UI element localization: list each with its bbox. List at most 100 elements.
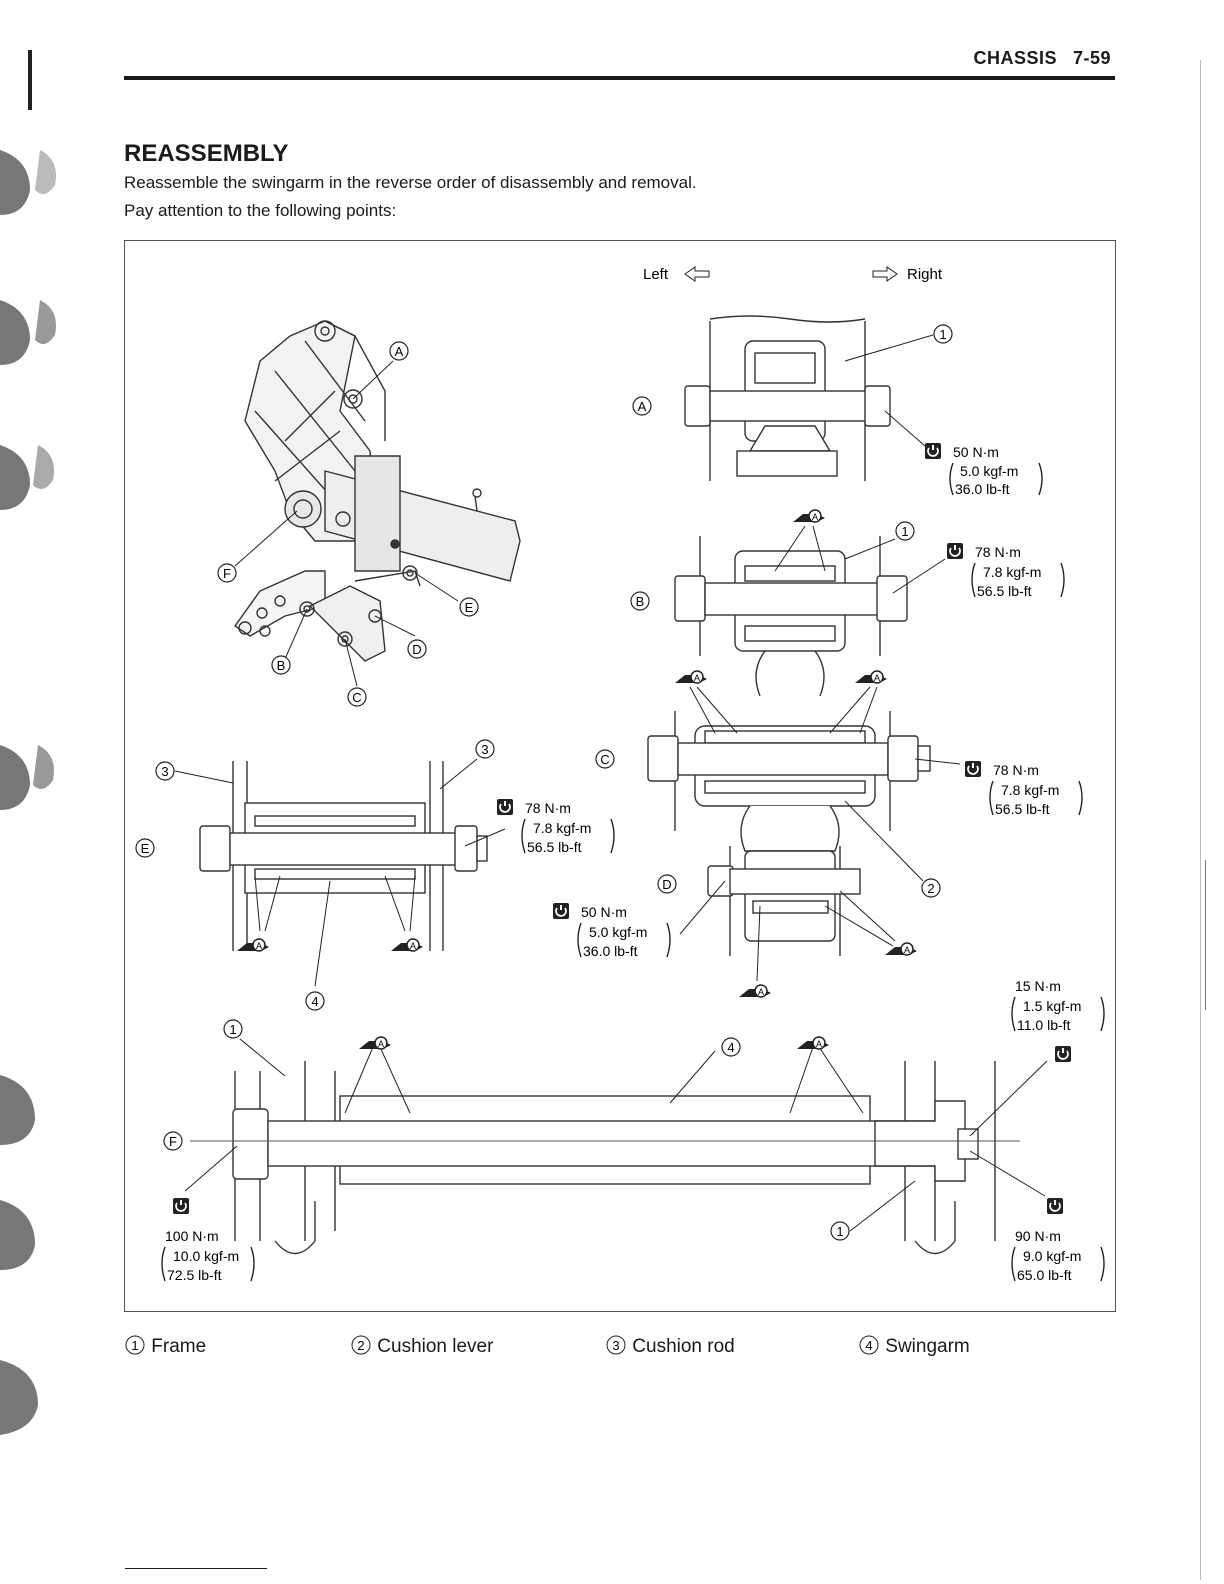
overview-callout-a: A <box>389 341 409 361</box>
detail-d-drawing <box>707 846 861 956</box>
svg-text:A: A <box>758 987 764 997</box>
svg-text:4: 4 <box>727 1040 734 1055</box>
legend-number-1: 1 <box>125 1335 145 1355</box>
detail-c-callout: C <box>595 749 615 769</box>
detail-e-part-4: 4 <box>305 991 325 1011</box>
svg-text:A: A <box>395 344 404 359</box>
detail-f-torque-left: 100 N·m 10.0 kgf-m 72.5 lb-ft <box>161 1197 255 1283</box>
detail-b-grease: A <box>792 509 826 523</box>
detail-b-callout: B <box>630 591 650 611</box>
svg-text:50 N·m: 50 N·m <box>953 444 999 460</box>
legend-item-cushion-rod: 3 Cushion rod <box>605 1334 735 1358</box>
detail-d-callout: D <box>657 874 677 894</box>
detail-c-grease-left: A <box>674 670 708 684</box>
detail-e-grease-left: A <box>236 938 270 952</box>
detail-b-drawing <box>674 536 908 697</box>
svg-text:78 N·m: 78 N·m <box>993 762 1039 778</box>
legend-label-cushion-lever: Cushion lever <box>377 1336 494 1357</box>
svg-text:1: 1 <box>131 1338 138 1353</box>
svg-text:B: B <box>636 594 645 609</box>
overview-callout-b: B <box>271 655 291 675</box>
overview-callout-f: F <box>217 563 237 583</box>
svg-text:78 N·m: 78 N·m <box>525 800 571 816</box>
detail-e-part-3-left: 3 <box>155 761 175 781</box>
svg-text:56.5 lb-ft: 56.5 lb-ft <box>977 583 1032 599</box>
svg-text:F: F <box>223 566 231 581</box>
svg-text:E: E <box>465 600 474 615</box>
svg-text:1.5 kgf-m: 1.5 kgf-m <box>1023 998 1081 1014</box>
detail-a-torque: 50 N·m 5.0 kgf-m 36.0 lb-ft <box>924 442 1043 497</box>
legend-label-frame: Frame <box>151 1336 207 1357</box>
svg-text:10.0 kgf-m: 10.0 kgf-m <box>173 1248 239 1264</box>
header-section: CHASSIS <box>973 48 1057 68</box>
svg-text:36.0 lb-ft: 36.0 lb-ft <box>955 481 1010 497</box>
detail-f-callout: F <box>163 1131 183 1151</box>
svg-text:A: A <box>816 1039 822 1049</box>
page-edge-line <box>1200 60 1201 1580</box>
legend-item-swingarm: 4 Swingarm <box>858 1334 970 1358</box>
svg-text:A: A <box>638 399 647 414</box>
detail-c-drawing <box>647 711 931 852</box>
svg-text:3: 3 <box>481 742 488 757</box>
svg-text:2: 2 <box>927 881 934 896</box>
swingarm-reassembly-figure: A F E D B C Left Right A 1 50 N·m 5.0 kg… <box>124 240 1116 1312</box>
svg-text:A: A <box>812 512 818 522</box>
svg-text:56.5 lb-ft: 56.5 lb-ft <box>995 801 1050 817</box>
svg-text:5.0 kgf-m: 5.0 kgf-m <box>960 463 1018 479</box>
svg-text:11.0 lb-ft: 11.0 lb-ft <box>1017 1017 1071 1033</box>
legend-number-4: 4 <box>859 1335 879 1355</box>
detail-f-part-1-top: 1 <box>223 1019 243 1039</box>
section-title: REASSEMBLY <box>124 140 289 167</box>
detail-c-part-2: 2 <box>921 878 941 898</box>
svg-text:A: A <box>410 941 416 951</box>
svg-text:5.0 kgf-m: 5.0 kgf-m <box>589 924 647 940</box>
legend-number-2: 2 <box>351 1335 371 1355</box>
detail-f-torque-right: 90 N·m 9.0 kgf-m 65.0 lb-ft <box>1011 1197 1105 1283</box>
detail-f-grease-right: A <box>796 1036 830 1050</box>
legend-number-3: 3 <box>606 1335 626 1355</box>
svg-text:50 N·m: 50 N·m <box>581 904 627 920</box>
binding-edge <box>0 50 56 1435</box>
detail-a-part-1: 1 <box>933 324 953 344</box>
overview-callout-d: D <box>407 639 427 659</box>
detail-a-callout: A <box>632 396 652 416</box>
detail-d-torque: 50 N·m 5.0 kgf-m 36.0 lb-ft <box>552 902 671 959</box>
legend-item-frame: 1 Frame <box>124 1334 206 1358</box>
detail-b-part-1: 1 <box>895 521 915 541</box>
frame-overview-drawing <box>234 320 521 662</box>
svg-text:78 N·m: 78 N·m <box>975 544 1021 560</box>
svg-text:100 N·m: 100 N·m <box>165 1228 219 1244</box>
detail-e-grease-right: A <box>390 938 424 952</box>
svg-text:9.0 kgf-m: 9.0 kgf-m <box>1023 1248 1081 1264</box>
overview-callout-e: E <box>459 597 479 617</box>
svg-text:Right: Right <box>907 266 943 283</box>
svg-text:3: 3 <box>161 764 168 779</box>
svg-text:7.8 kgf-m: 7.8 kgf-m <box>533 820 591 836</box>
svg-text:36.0 lb-ft: 36.0 lb-ft <box>583 943 638 959</box>
legend-label-swingarm: Swingarm <box>885 1336 970 1357</box>
figure-drawing: A F E D B C Left Right A 1 50 N·m 5.0 kg… <box>135 266 1105 1283</box>
svg-text:1: 1 <box>229 1022 236 1037</box>
intro-line-2: Pay attention to the following points: <box>124 201 397 220</box>
svg-text:F: F <box>169 1134 177 1149</box>
svg-text:A: A <box>256 941 262 951</box>
detail-e-part-3-right: 3 <box>475 739 495 759</box>
detail-e-callout: E <box>135 838 155 858</box>
svg-text:A: A <box>904 945 910 955</box>
svg-text:A: A <box>874 673 880 683</box>
detail-e-drawing <box>199 761 488 951</box>
svg-text:7.8 kgf-m: 7.8 kgf-m <box>1001 782 1059 798</box>
svg-text:D: D <box>412 642 421 657</box>
detail-d-grease-bottom: A <box>738 984 772 998</box>
page-edge-mark <box>1205 860 1206 1010</box>
svg-text:A: A <box>694 673 700 683</box>
detail-f-part-1-bottom: 1 <box>830 1221 850 1241</box>
detail-b-torque: 78 N·m 7.8 kgf-m 56.5 lb-ft <box>946 542 1065 599</box>
intro-line-1: Reassemble the swingarm in the reverse o… <box>124 173 697 192</box>
direction-left-label: Left <box>643 266 710 283</box>
detail-e-torque: 78 N·m 7.8 kgf-m 56.5 lb-ft <box>496 798 615 855</box>
detail-c-torque: 78 N·m 7.8 kgf-m 56.5 lb-ft <box>964 760 1083 817</box>
detail-f-drawing <box>180 1061 996 1255</box>
svg-text:2: 2 <box>357 1338 364 1353</box>
